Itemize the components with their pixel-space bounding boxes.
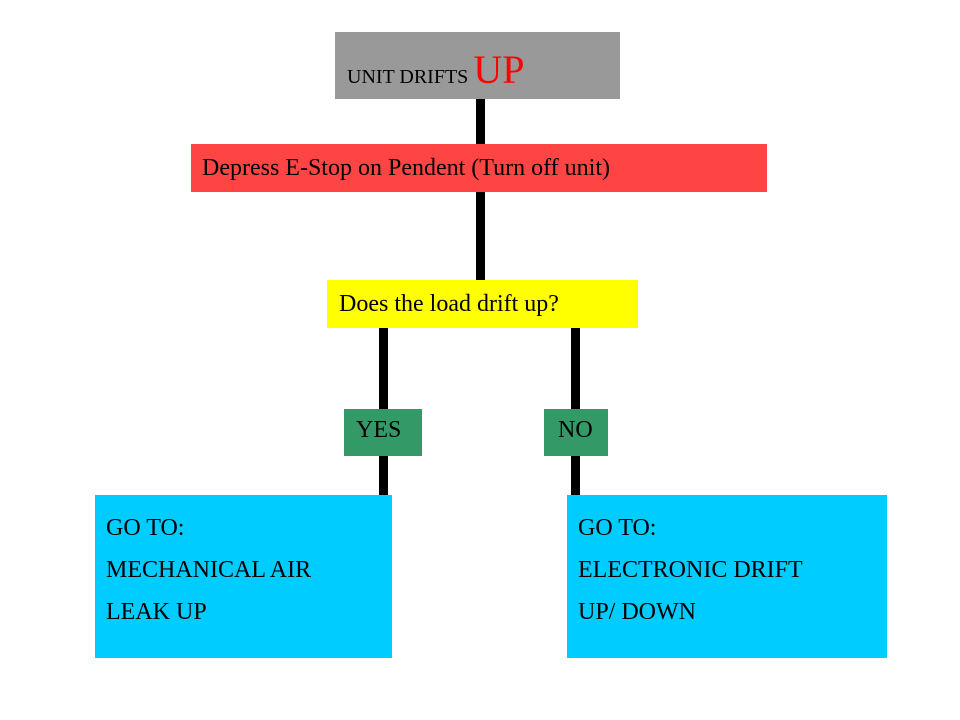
decision-box: Does the load drift up? xyxy=(327,280,638,328)
start-box: UNIT DRIFTS UP xyxy=(335,32,620,99)
yes-branch-box: YES xyxy=(344,409,422,456)
result-box-mechanical-air-leak: GO TO: MECHANICAL AIR LEAK UP xyxy=(95,495,392,658)
connector-no-to-result xyxy=(571,456,580,495)
connector-question-to-no xyxy=(571,328,580,409)
result-line: GO TO: xyxy=(578,515,657,541)
result-line: GO TO: xyxy=(106,515,185,541)
yes-label: YES xyxy=(356,417,402,443)
start-label: UNIT DRIFTS xyxy=(347,66,474,88)
no-label: NO xyxy=(558,417,593,443)
result-line: ELECTRONIC DRIFT xyxy=(578,557,803,583)
connector-yes-to-result xyxy=(379,456,388,495)
decision-label: Does the load drift up? xyxy=(339,291,559,317)
connector-top-to-step xyxy=(476,99,485,144)
action-box-estop: Depress E-Stop on Pendent (Turn off unit… xyxy=(191,144,767,192)
result-box-electronic-drift: GO TO: ELECTRONIC DRIFT UP/ DOWN xyxy=(567,495,887,658)
connector-step-to-question xyxy=(476,192,485,280)
no-branch-box: NO xyxy=(544,409,608,456)
result-line: UP/ DOWN xyxy=(578,599,696,625)
action-label: Depress E-Stop on Pendent (Turn off unit… xyxy=(202,155,610,181)
result-line: MECHANICAL AIR xyxy=(106,557,312,583)
connector-question-to-yes xyxy=(379,328,388,409)
result-line: LEAK UP xyxy=(106,599,207,625)
start-emphasis-label: UP xyxy=(473,47,525,92)
